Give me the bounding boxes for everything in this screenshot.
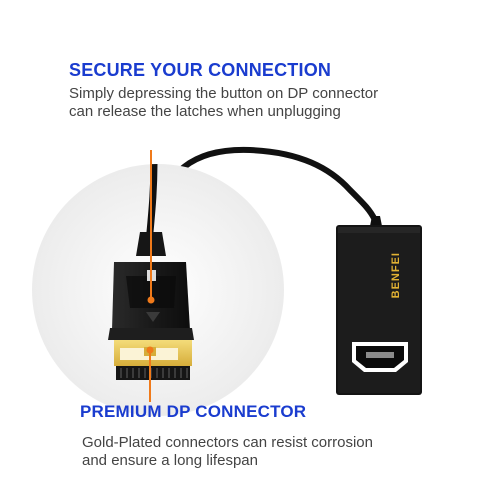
premium-connector-heading: PREMIUM DP CONNECTOR	[80, 402, 307, 421]
secure-connection-description: Simply depressing the button on DP conne…	[69, 85, 378, 121]
adapter-brand-label: BENFEI	[390, 252, 402, 299]
callout-dot-top	[147, 296, 155, 304]
premium-connector-line-2: and ensure a long lifespan	[82, 452, 258, 469]
hdmi-adapter	[336, 216, 422, 395]
secure-connection-line-1: Simply depressing the button on DP conne…	[69, 85, 379, 102]
premium-connector-description: Gold-Plated connectors can resist corros…	[82, 434, 373, 470]
secure-connection-heading: SECURE YOUR CONNECTION	[69, 60, 332, 80]
premium-connector-line-1: Gold-Plated connectors can resist corros…	[82, 434, 373, 451]
callout-dot-bottom	[146, 346, 154, 354]
secure-connection-line-2: can release the latches when unplugging	[69, 103, 341, 120]
